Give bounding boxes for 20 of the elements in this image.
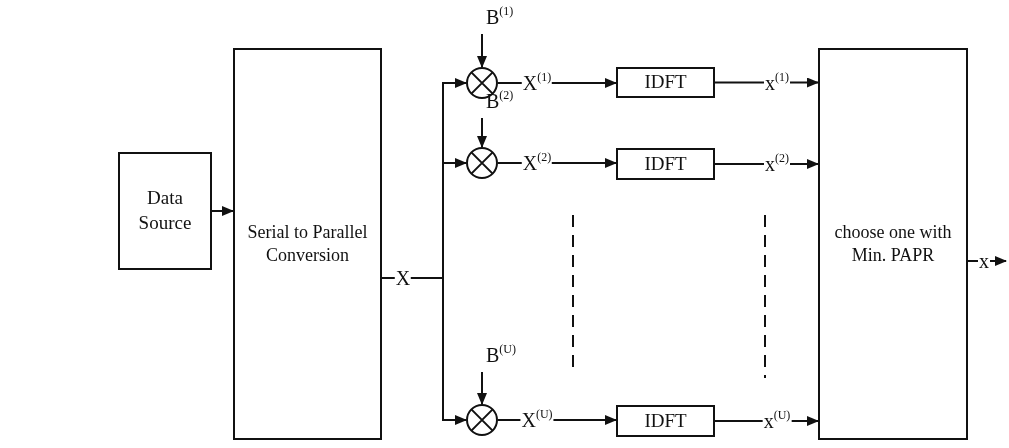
multiplier-symbol <box>466 147 498 179</box>
process-box <box>118 152 212 270</box>
arrow <box>477 117 487 148</box>
process-box <box>818 48 968 440</box>
process-box <box>616 67 715 98</box>
box-label: IDFT <box>644 151 687 176</box>
multiplier-symbol <box>466 404 498 436</box>
box-label: Data Source <box>137 186 193 235</box>
signal-label: B$^{(U)}$ <box>476 342 526 372</box>
arrow <box>211 206 234 216</box>
process-box <box>616 405 715 437</box>
arrow <box>477 33 487 68</box>
box-label: choose one with Min. PAPR <box>833 220 953 267</box>
process-box <box>233 48 382 440</box>
process-box <box>616 148 715 180</box>
arrow <box>477 371 487 405</box>
signal-label: B$^{(1)}$ <box>476 4 526 34</box>
box-label: IDFT <box>644 408 687 433</box>
box-label: Serial to Parallel Conversion <box>246 220 369 267</box>
box-label: IDFT <box>644 70 687 95</box>
